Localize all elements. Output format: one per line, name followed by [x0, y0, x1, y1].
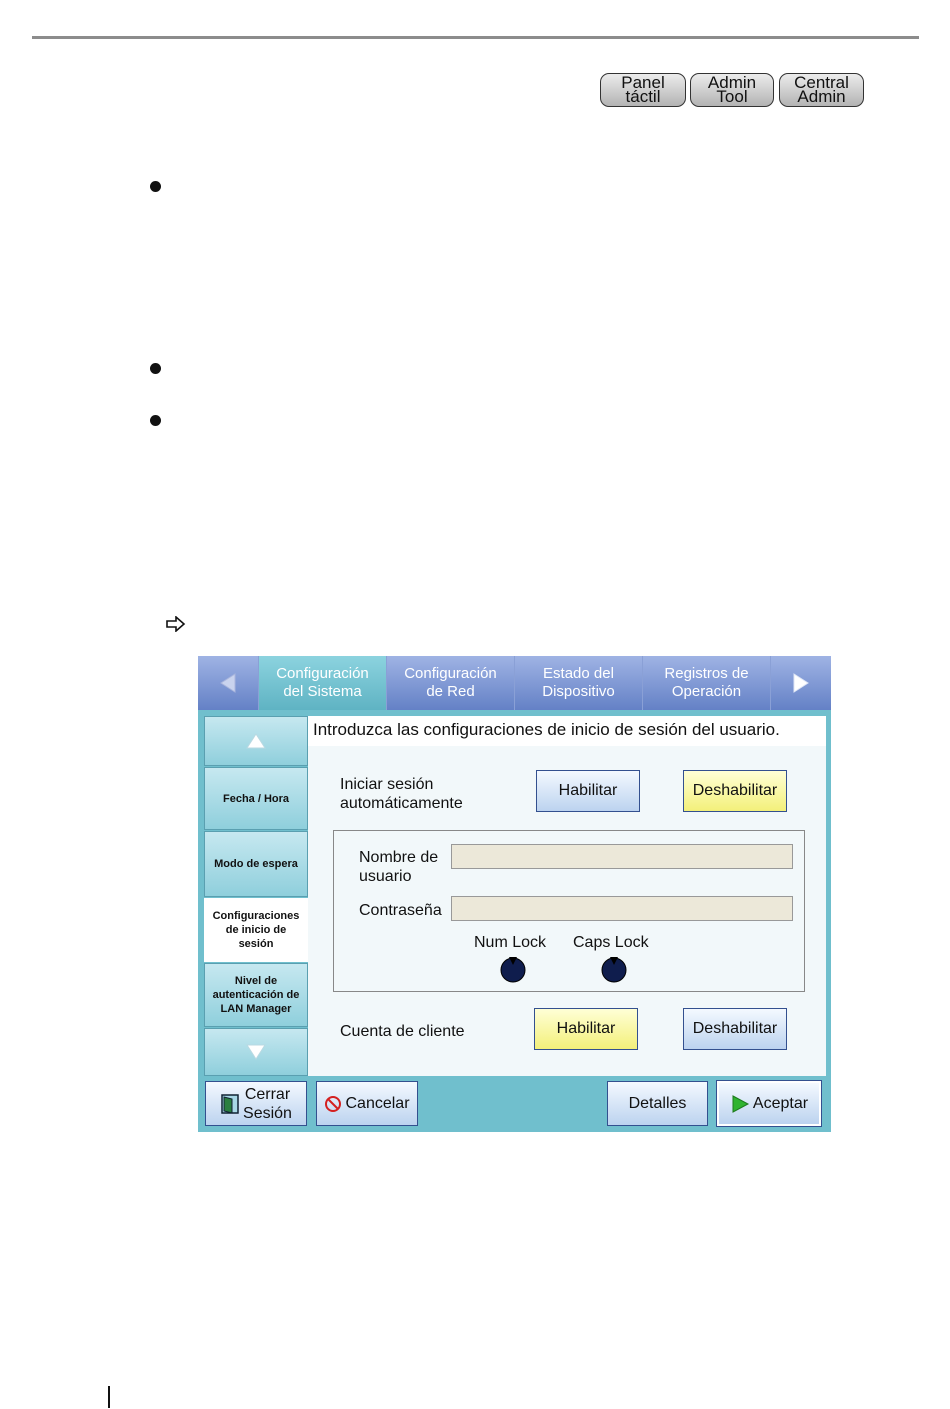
tag-line: Panel	[621, 73, 665, 92]
page-margin-bar	[108, 1386, 110, 1408]
credentials-group: Nombre de usuario Contraseña Num Lock Ca…	[333, 830, 805, 992]
sidebar-item-label: de inicio de	[225, 924, 287, 936]
tag-line: Tool	[716, 87, 748, 106]
caps-lock-label: Caps Lock	[573, 934, 649, 951]
tab-label: Configuración	[276, 665, 369, 682]
app-window: Configuración del Sistema Configuración …	[198, 656, 831, 1132]
triangle-down-icon	[246, 1044, 266, 1060]
tag-line: Admin	[797, 87, 846, 106]
bullet-point	[150, 415, 161, 426]
sidebar-item-label: Modo de espera	[214, 858, 298, 870]
tab-scroll-right-button[interactable]	[770, 656, 831, 710]
caps-lock-indicator-icon	[601, 957, 627, 983]
sidebar: Fecha / Hora Modo de espera Configuracio…	[204, 716, 308, 1076]
sidebar-item-label: Fecha / Hora	[222, 792, 290, 805]
label-line: Nombre de	[359, 849, 439, 866]
num-lock-label: Num Lock	[474, 934, 547, 951]
top-rule	[32, 36, 919, 39]
tab-label: Dispositivo	[542, 683, 615, 700]
sidebar-item-label: Nivel de	[234, 975, 278, 987]
tab-label: de Red	[426, 683, 475, 700]
logout-button[interactable]: Cerrar Sesión	[205, 1081, 307, 1126]
bullet-point	[150, 181, 161, 192]
client-account-enable-button[interactable]: Habilitar	[534, 1008, 638, 1050]
cancel-button[interactable]: Cancelar	[316, 1081, 418, 1126]
tab-system-config[interactable]: Configuración del Sistema	[258, 656, 386, 710]
tab-label: Configuración	[404, 665, 497, 682]
tag-central-admin: Central Admin	[779, 73, 864, 107]
tab-label: del Sistema	[283, 683, 362, 700]
label-line: Cerrar	[244, 1085, 291, 1103]
tab-operation-logs[interactable]: Registros de Operación	[642, 656, 770, 710]
password-label: Contraseña	[359, 902, 442, 919]
prohibited-icon	[325, 1095, 342, 1112]
tab-scroll-left-button[interactable]	[198, 656, 258, 710]
logout-label: Cerrar Sesión	[243, 1085, 292, 1123]
label-line: Iniciar sesión	[340, 776, 434, 793]
sidebar-item-date-time[interactable]: Fecha / Hora	[204, 767, 308, 830]
tab-label: Estado del	[543, 665, 614, 682]
sidebar-item-login-settings[interactable]: Configuraciones de inicio de sesión	[204, 898, 308, 962]
sidebar-item-label: sesión	[238, 938, 274, 950]
play-icon	[732, 1094, 749, 1113]
tag-line: Admin	[707, 73, 757, 92]
cancel-label: Cancelar	[345, 1094, 410, 1112]
tag-line: táctil	[625, 87, 661, 106]
label-line: Sesión	[243, 1104, 292, 1122]
tag-line: Central	[794, 73, 849, 92]
client-account-label: Cuenta de cliente	[340, 1023, 465, 1040]
sidebar-scroll-down-button[interactable]	[204, 1028, 308, 1076]
tag-admin-tool: Admin Tool	[690, 73, 774, 107]
tab-network-config[interactable]: Configuración de Red	[386, 656, 514, 710]
sidebar-item-label: Configuraciones	[212, 910, 300, 922]
triangle-right-icon	[793, 673, 809, 693]
instruction-text: Introduzca las configuraciones de inicio…	[308, 716, 826, 746]
label-line: usuario	[359, 868, 412, 885]
password-input[interactable]	[451, 896, 793, 921]
auto-login-enable-button[interactable]: Habilitar	[536, 770, 640, 812]
details-label: Detalles	[628, 1094, 687, 1112]
settings-panel: Introduzca las configuraciones de inicio…	[308, 716, 826, 1076]
tag-panel-tactil: Panel táctil	[600, 73, 686, 107]
accept-button[interactable]: Aceptar	[716, 1080, 822, 1127]
sidebar-item-lan-manager-auth[interactable]: Nivel de autenticación de LAN Manager	[204, 963, 308, 1027]
triangle-left-icon	[220, 673, 236, 693]
sidebar-item-label: LAN Manager	[220, 1003, 292, 1015]
num-lock-indicator-icon	[500, 957, 526, 983]
username-input[interactable]	[451, 844, 793, 869]
sidebar-item-standby-mode[interactable]: Modo de espera	[204, 831, 308, 897]
bullet-point	[150, 363, 161, 374]
tab-bar: Configuración del Sistema Configuración …	[198, 656, 831, 710]
accept-label: Aceptar	[752, 1094, 809, 1112]
tab-label: Registros de	[664, 665, 749, 682]
sidebar-item-label: autenticación de	[212, 989, 300, 1001]
label-line: automáticamente	[340, 795, 463, 812]
sidebar-scroll-up-button[interactable]	[204, 716, 308, 766]
auto-login-label: Iniciar sesión automáticamente	[340, 775, 463, 813]
arrow-right-icon	[166, 616, 186, 632]
tab-label: Operación	[671, 683, 742, 700]
door-icon	[221, 1093, 239, 1114]
triangle-up-icon	[246, 733, 266, 749]
client-account-disable-button[interactable]: Deshabilitar	[683, 1008, 787, 1050]
auto-login-disable-button[interactable]: Deshabilitar	[683, 770, 787, 812]
tab-device-status[interactable]: Estado del Dispositivo	[514, 656, 642, 710]
details-button[interactable]: Detalles	[607, 1081, 708, 1126]
username-label: Nombre de usuario	[359, 848, 438, 886]
